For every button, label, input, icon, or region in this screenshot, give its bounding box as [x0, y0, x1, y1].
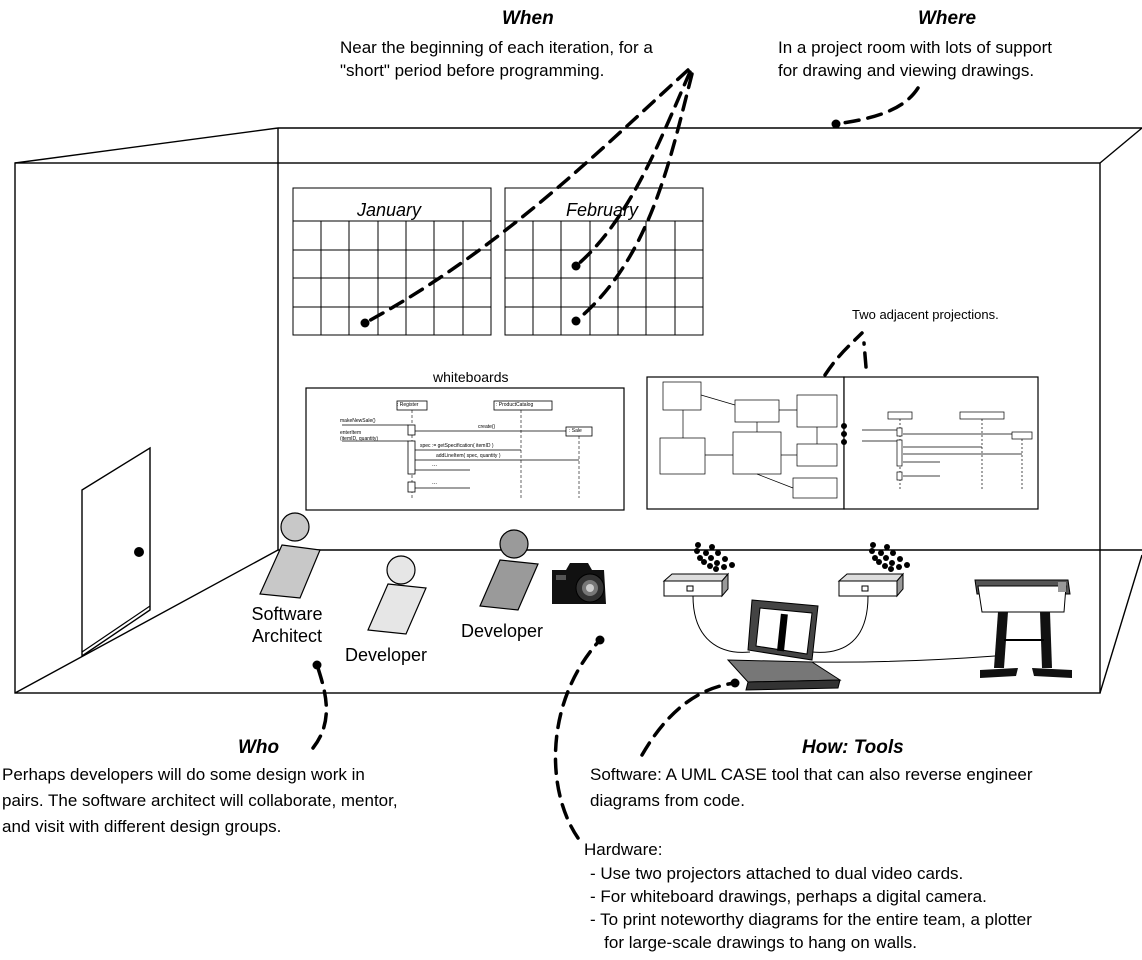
hardware-heading: Hardware: — [584, 840, 663, 859]
lifeline-productcatalog: : ProductCatalog — [496, 402, 534, 408]
hardware-item-1: - Use two projectors attached to dual vi… — [590, 864, 964, 883]
when-text-line-2: "short" period before programming. — [340, 61, 605, 80]
person-developer-1-icon — [367, 555, 427, 635]
projector-light-right — [869, 542, 910, 572]
when-text-line-1: Near the beginning of each iteration, fo… — [340, 38, 653, 57]
calendar-february — [504, 187, 704, 336]
whiteboards-label: whiteboards — [433, 369, 509, 385]
message-ellipsis-1: ... — [432, 462, 438, 468]
door-knob-icon — [134, 547, 144, 557]
message-addlineitem: addLineItem( spec, quantity ) — [436, 453, 501, 459]
projector-right-icon — [837, 572, 905, 598]
who-heading: Who — [238, 737, 280, 758]
where-text-line-2: for drawing and viewing drawings. — [778, 61, 1035, 80]
projections-label: Two adjacent projections. — [852, 307, 999, 322]
where-text-line-1: In a project room with lots of support — [778, 38, 1053, 57]
person-software-architect-icon — [259, 512, 321, 599]
projector-light-left — [694, 542, 735, 572]
when-heading: When — [502, 8, 554, 29]
who-text-line-3: and visit with different design groups. — [2, 817, 282, 836]
lifeline-sale: : Sale — [569, 428, 582, 434]
projection-screens — [646, 376, 1039, 510]
cables — [692, 595, 996, 663]
room-walls — [14, 127, 1142, 694]
role-software-architect: Software Architect — [251, 604, 323, 646]
laptop-icon — [726, 599, 842, 691]
calendar-january-label: January — [357, 200, 422, 220]
digital-camera-icon — [552, 563, 606, 604]
who-text-line-2: pairs. The software architect will colla… — [2, 791, 398, 810]
message-enteritem: enterItem (itemID, quantity) — [340, 430, 379, 442]
who-text-line-1: Perhaps developers will do some design w… — [2, 765, 365, 784]
hardware-item-4: for large-scale drawings to hang on wall… — [590, 933, 917, 952]
lifeline-register: : Register — [397, 402, 419, 408]
calendar-february-label: February — [566, 200, 639, 220]
software-text-line-2: diagrams from code. — [590, 791, 745, 810]
software-text-line-1: Software: A UML CASE tool that can also … — [590, 765, 1033, 784]
hardware-item-3: - To print noteworthy diagrams for the e… — [590, 910, 1032, 929]
role-developer-2: Developer — [460, 621, 544, 641]
how-tools-heading: How: Tools — [802, 737, 904, 758]
person-developer-2-icon — [479, 529, 539, 611]
calendar-january — [292, 187, 492, 336]
callout-arrows — [311, 68, 920, 840]
where-heading: Where — [918, 8, 977, 29]
door — [81, 446, 151, 658]
message-makenewsale: makeNewSale() — [340, 418, 376, 424]
message-create: create() — [478, 424, 496, 430]
message-getspecification: spec := getSpecification( itemID ) — [420, 443, 494, 449]
message-ellipsis-2: ... — [432, 480, 438, 486]
plotter-icon — [974, 579, 1072, 678]
role-developer-1: Developer — [344, 645, 428, 665]
whiteboard-sequence-diagram — [305, 387, 625, 511]
hardware-item-2: - For whiteboard drawings, perhaps a dig… — [590, 887, 987, 906]
projector-left-icon — [662, 572, 730, 598]
